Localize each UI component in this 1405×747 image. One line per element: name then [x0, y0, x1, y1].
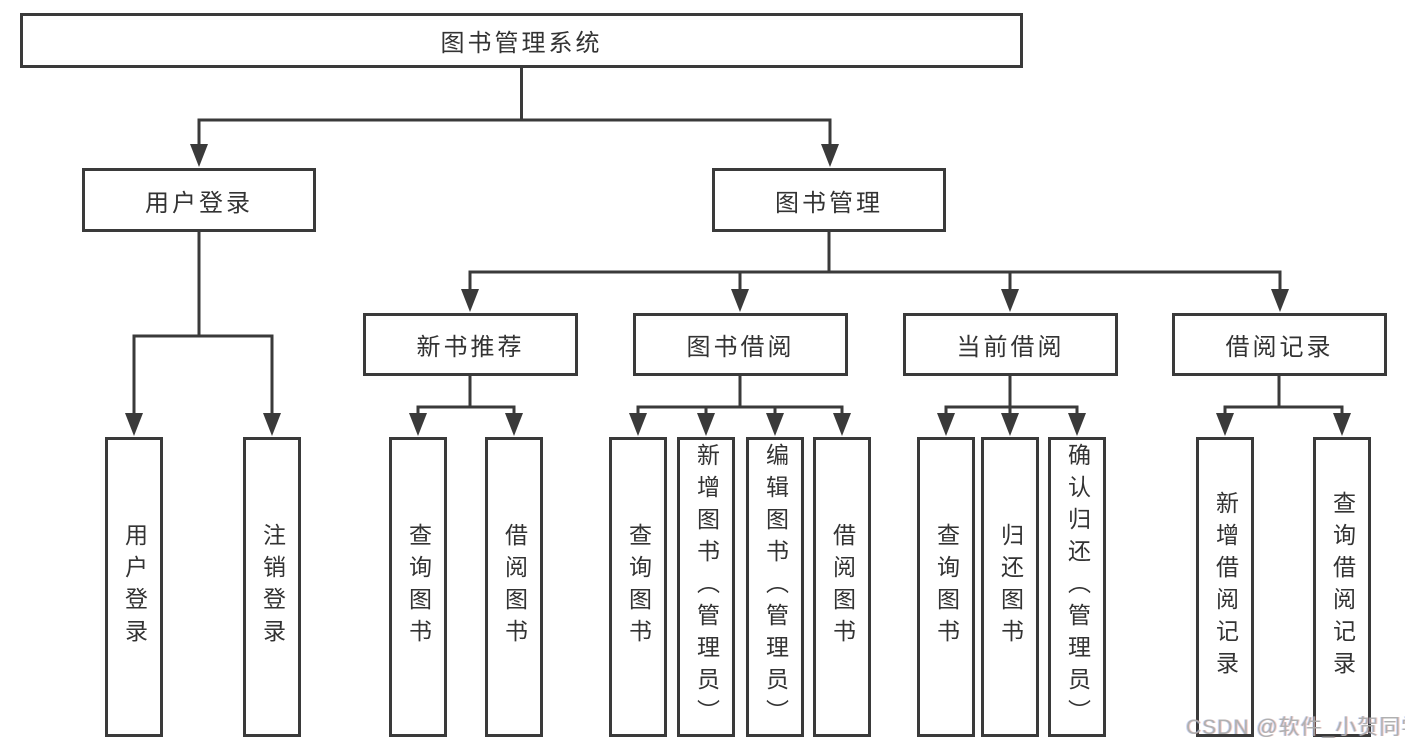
node-borrowing-records: 借阅记录 [1172, 313, 1387, 376]
node-library-management-system: 图书管理系统 [20, 13, 1023, 68]
leaf-edit-book-admin: 编辑图书（管理员） [746, 437, 804, 737]
leaf-query-books-current: 查询图书 [917, 437, 975, 737]
leaf-return-books: 归还图书 [981, 437, 1039, 737]
leaf-add-book-admin: 新增图书（管理员） [677, 437, 735, 737]
leaf-query-books-recommend: 查询图书 [389, 437, 447, 737]
leaf-query-books-borrowing: 查询图书 [609, 437, 667, 737]
leaf-query-borrow-record: 查询借阅记录 [1313, 437, 1371, 737]
leaf-user-login: 用户登录 [105, 437, 163, 737]
leaf-confirm-return-admin: 确认归还（管理员） [1048, 437, 1106, 737]
leaf-borrow-books: 借阅图书 [813, 437, 871, 737]
node-book-borrowing: 图书借阅 [633, 313, 848, 376]
node-user-login: 用户登录 [82, 168, 316, 232]
leaf-add-borrow-record: 新增借阅记录 [1196, 437, 1254, 737]
leaf-borrow-books-recommend: 借阅图书 [485, 437, 543, 737]
node-current-borrowing: 当前借阅 [903, 313, 1118, 376]
node-new-book-recommend: 新书推荐 [363, 313, 578, 376]
leaf-logout: 注销登录 [243, 437, 301, 737]
node-book-management: 图书管理 [712, 168, 946, 232]
arrowheads [125, 144, 1351, 436]
csdn-watermark: CSDN @软件_小贺同学 [1186, 716, 1405, 739]
